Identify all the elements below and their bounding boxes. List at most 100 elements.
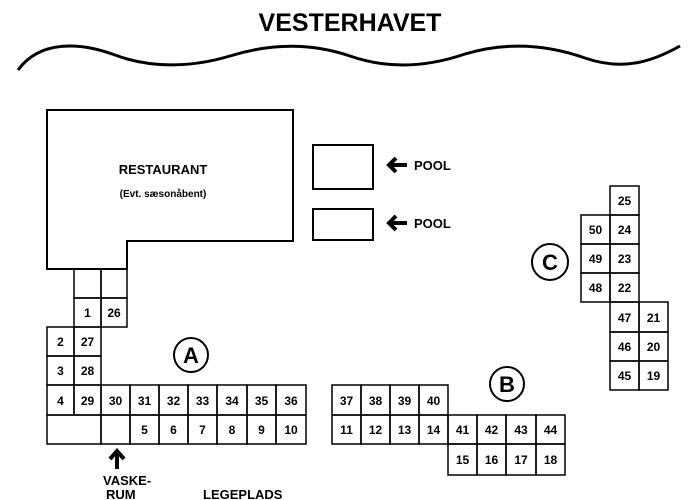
- unit-5: 5: [129, 414, 160, 445]
- unit-2: 2: [46, 326, 75, 357]
- unit-48: 48: [580, 272, 611, 303]
- unit-27: 27: [73, 326, 102, 357]
- unit-21: 21: [638, 301, 669, 333]
- unit-40: 40: [418, 384, 449, 416]
- svg-text:28: 28: [81, 364, 95, 378]
- svg-text:10: 10: [284, 423, 298, 437]
- unit-23: 23: [609, 243, 640, 274]
- unit-34: 34: [216, 384, 248, 416]
- unit-6: 6: [158, 414, 189, 445]
- svg-text:30: 30: [109, 394, 123, 408]
- svg-text:32: 32: [167, 394, 181, 408]
- unit-14: 14: [418, 414, 449, 445]
- unit-31: 31: [129, 384, 160, 416]
- pool-label-1: POOL: [414, 158, 451, 173]
- svg-text:2: 2: [57, 335, 64, 349]
- svg-text:13: 13: [398, 423, 412, 437]
- unit-38: 38: [360, 384, 391, 416]
- svg-text:27: 27: [81, 335, 95, 349]
- svg-text:B: B: [499, 372, 515, 397]
- svg-text:39: 39: [398, 394, 412, 408]
- section-a-marker: A: [173, 337, 209, 373]
- svg-text:44: 44: [544, 423, 558, 437]
- svg-text:8: 8: [229, 423, 236, 437]
- restaurant-building: [46, 109, 294, 270]
- svg-text:50: 50: [589, 223, 603, 237]
- unit-36: 36: [275, 384, 307, 416]
- unit-9: 9: [246, 414, 277, 445]
- unit-18: 18: [535, 443, 566, 476]
- svg-text:C: C: [542, 250, 558, 275]
- vaskerum-plot: [100, 414, 131, 445]
- svg-text:4: 4: [57, 394, 64, 408]
- unit-46: 46: [609, 331, 640, 362]
- unit-45: 45: [609, 360, 640, 391]
- svg-text:19: 19: [647, 369, 661, 383]
- unit-33: 33: [187, 384, 218, 416]
- restaurant-annex-left: [73, 268, 102, 299]
- unit-22: 22: [609, 272, 640, 303]
- pool-label-2: POOL: [414, 216, 451, 231]
- unit-3: 3: [46, 355, 75, 386]
- svg-text:5: 5: [141, 423, 148, 437]
- unit-32: 32: [158, 384, 189, 416]
- unit-28: 28: [73, 355, 102, 386]
- unit-35: 35: [246, 384, 277, 416]
- svg-text:38: 38: [369, 394, 383, 408]
- section-c-marker: C: [531, 243, 569, 281]
- unit-43: 43: [505, 414, 537, 445]
- restaurant-note: (Evt. sæsonåbent): [120, 188, 207, 200]
- svg-text:37: 37: [340, 394, 354, 408]
- unit-42: 42: [476, 414, 507, 445]
- unit-49: 49: [580, 243, 611, 274]
- svg-text:49: 49: [589, 252, 603, 266]
- pool-arrow-icon: [386, 156, 407, 174]
- unit-17: 17: [505, 443, 537, 476]
- unit-50: 50: [580, 214, 611, 245]
- pool-arrow-icon: [386, 214, 407, 232]
- unit-37: 37: [331, 384, 362, 416]
- svg-text:20: 20: [647, 340, 661, 354]
- unit-26: 26: [100, 297, 128, 328]
- pool-2: [312, 208, 374, 241]
- vaskerum-label-line1: VASKE-: [103, 473, 151, 488]
- unlabeled-plot: [46, 414, 102, 445]
- sea-wave: [16, 44, 681, 71]
- unit-30: 30: [100, 384, 131, 416]
- svg-text:43: 43: [514, 423, 528, 437]
- unit-7: 7: [187, 414, 218, 445]
- svg-text:41: 41: [456, 423, 470, 437]
- svg-text:24: 24: [618, 223, 632, 237]
- unit-24: 24: [609, 214, 640, 245]
- svg-text:36: 36: [284, 394, 298, 408]
- unit-44: 44: [535, 414, 566, 445]
- svg-text:9: 9: [258, 423, 265, 437]
- map-title: VESTERHAVET: [259, 9, 442, 37]
- unit-8: 8: [216, 414, 248, 445]
- svg-text:17: 17: [514, 453, 528, 467]
- unit-19: 19: [638, 360, 669, 391]
- vaskerum-label-line2: RUM: [106, 487, 136, 500]
- svg-text:21: 21: [647, 311, 661, 325]
- unit-11: 11: [331, 414, 362, 445]
- unit-1: 1: [73, 297, 102, 328]
- unit-47: 47: [609, 301, 640, 333]
- svg-text:A: A: [183, 343, 199, 368]
- legeplads-label: LEGEPLADS: [203, 487, 283, 500]
- svg-text:22: 22: [618, 281, 632, 295]
- svg-text:23: 23: [618, 252, 632, 266]
- svg-text:35: 35: [255, 394, 269, 408]
- svg-text:42: 42: [485, 423, 499, 437]
- svg-text:18: 18: [544, 453, 558, 467]
- svg-text:26: 26: [107, 306, 121, 320]
- unit-10: 10: [275, 414, 307, 445]
- svg-text:40: 40: [427, 394, 441, 408]
- unit-15: 15: [447, 443, 478, 476]
- svg-text:34: 34: [225, 394, 239, 408]
- unit-4: 4: [46, 384, 75, 416]
- svg-text:33: 33: [196, 394, 210, 408]
- unit-41: 41: [447, 414, 478, 445]
- svg-text:46: 46: [618, 340, 632, 354]
- svg-text:16: 16: [485, 453, 499, 467]
